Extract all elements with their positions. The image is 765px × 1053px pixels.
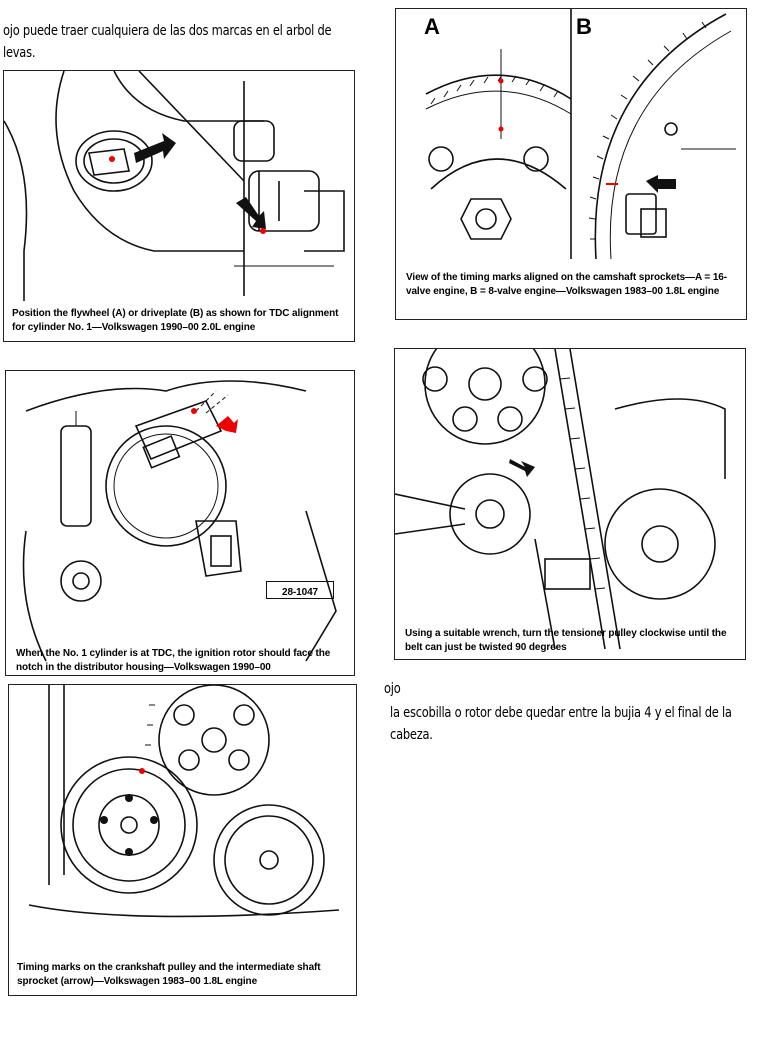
- figure-tensioner: Using a suitable wrench, turn the tensio…: [394, 348, 746, 660]
- crankshaft-caption: Timing marks on the crankshaft pulley an…: [17, 962, 321, 987]
- distributor-ref-code-box: 28-1047: [266, 581, 334, 599]
- crankshaft-illustration: [28, 685, 340, 918]
- distributor-caption: When the No. 1 cylinder is at TDC, the i…: [16, 648, 331, 673]
- note-rotor-body: la escobilla o rotor debe quedar entre l…: [390, 705, 732, 743]
- camshaft-caption: View of the timing marks aligned on the …: [406, 272, 727, 297]
- note-camshaft-marks: ojo puede traer cualquiera de las dos ma…: [3, 23, 332, 61]
- figure-crankshaft: Timing marks on the crankshaft pulley an…: [8, 684, 357, 996]
- distributor-illustration: [22, 380, 337, 662]
- flywheel-caption: Position the flywheel (A) or driveplate …: [12, 308, 339, 333]
- figure-flywheel: Position the flywheel (A) or driveplate …: [3, 70, 355, 342]
- camshaft-label-b: B: [576, 14, 592, 39]
- figure-camshaft: A B View of the timing marks aligned on …: [395, 8, 747, 320]
- camshaft-illustration: [425, 9, 736, 260]
- flywheel-illustration: [4, 71, 345, 301]
- distributor-ref-code: 28-1047: [282, 587, 318, 598]
- camshaft-label-a: A: [424, 14, 440, 39]
- figure-distributor: 28-1047 When the No. 1 cylinder is at TD…: [5, 370, 355, 676]
- note-rotor-title: ojo: [384, 681, 401, 697]
- tensioner-illustration: [395, 349, 726, 650]
- tensioner-caption: Using a suitable wrench, turn the tensio…: [405, 628, 727, 653]
